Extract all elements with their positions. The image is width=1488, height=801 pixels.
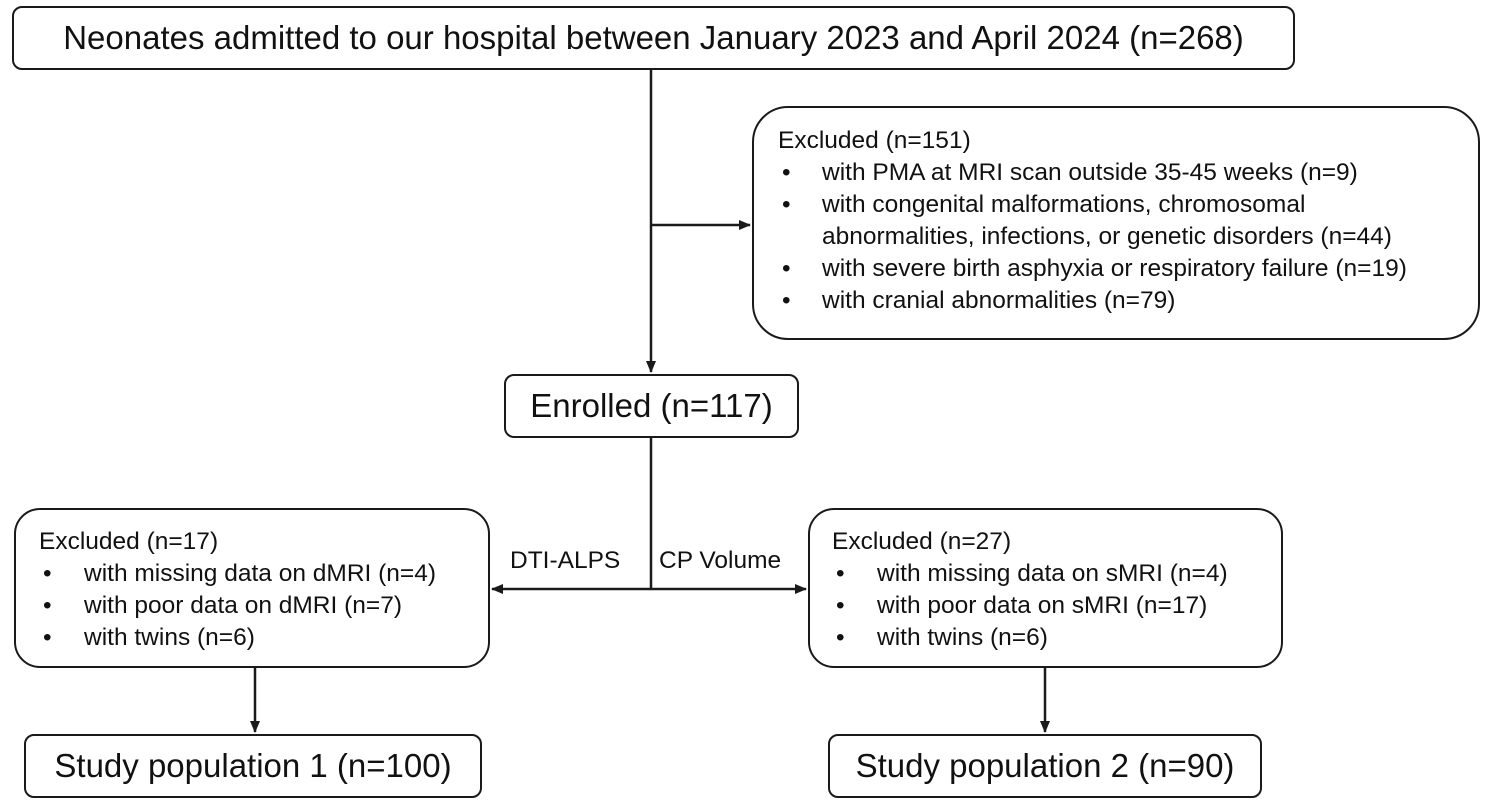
bullet-icon: •	[782, 191, 791, 218]
excluded-main-item-text: with cranial abnormalities (n=79)	[822, 287, 1176, 314]
bullet-icon: •	[43, 592, 52, 619]
bullet-icon: •	[836, 560, 845, 587]
enrolled-box: Enrolled (n=117)	[504, 374, 799, 438]
excluded-left-item-text: with missing data on dMRI (n=4)	[84, 560, 436, 587]
excluded-left-list: • with missing data on dMRI (n=4) • with…	[39, 558, 488, 654]
excluded-main-box: Excluded (n=151) • with PMA at MRI scan …	[752, 106, 1480, 340]
excluded-left-item: • with poor data on dMRI (n=7)	[39, 590, 488, 622]
bullet-icon: •	[43, 560, 52, 587]
excluded-main-item-text: with severe birth asphyxia or respirator…	[822, 255, 1407, 282]
enrolled-text: Enrolled (n=117)	[530, 387, 773, 424]
bullet-icon: •	[782, 287, 791, 314]
excluded-left-item-text: with twins (n=6)	[84, 624, 255, 651]
excluded-main-list: • with PMA at MRI scan outside 35-45 wee…	[778, 157, 1478, 317]
excluded-main-item-text: abnormalities, infections, or genetic di…	[822, 223, 1392, 250]
excluded-main-item: • with congenital malformations, chromos…	[778, 189, 1478, 221]
excluded-right-item: • with missing data on sMRI (n=4)	[832, 558, 1281, 590]
study-population-2-box: Study population 2 (n=90)	[828, 734, 1262, 798]
excluded-main-item-text: with PMA at MRI scan outside 35-45 weeks…	[822, 159, 1358, 186]
excluded-right-item-text: with twins (n=6)	[877, 624, 1048, 651]
excluded-right-list: • with missing data on sMRI (n=4) • with…	[832, 558, 1281, 654]
admitted-neonates-box: Neonates admitted to our hospital betwee…	[12, 6, 1295, 70]
excluded-right-item: • with twins (n=6)	[832, 622, 1281, 654]
admitted-neonates-text: Neonates admitted to our hospital betwee…	[63, 19, 1244, 56]
excluded-right-item: • with poor data on sMRI (n=17)	[832, 590, 1281, 622]
bullet-icon: •	[836, 624, 845, 651]
excluded-left-heading: Excluded (n=17)	[39, 528, 219, 555]
bullet-icon: •	[43, 624, 52, 651]
study-population-1-box: Study population 1 (n=100)	[24, 734, 482, 798]
bullet-icon: •	[782, 255, 791, 282]
excluded-main-item: • with cranial abnormalities (n=79)	[778, 285, 1478, 317]
study-population-1-text: Study population 1 (n=100)	[54, 747, 452, 784]
excluded-right-item-text: with poor data on sMRI (n=17)	[877, 592, 1208, 619]
excluded-main-item: • with severe birth asphyxia or respirat…	[778, 253, 1478, 285]
branch-label-dti-alps: DTI-ALPS	[510, 546, 621, 576]
excluded-main-heading: Excluded (n=151)	[778, 127, 971, 154]
excluded-right-box: Excluded (n=27) • with missing data on s…	[808, 508, 1283, 668]
excluded-right-item-text: with missing data on sMRI (n=4)	[877, 560, 1228, 587]
bullet-icon: •	[836, 592, 845, 619]
excluded-left-item: • with missing data on dMRI (n=4)	[39, 558, 488, 590]
excluded-right-heading: Excluded (n=27)	[832, 528, 1012, 555]
excluded-left-box: Excluded (n=17) • with missing data on d…	[14, 508, 490, 668]
excluded-main-item: • with PMA at MRI scan outside 35-45 wee…	[778, 157, 1478, 189]
branch-label-cp-volume: CP Volume	[659, 546, 782, 576]
study-population-2-text: Study population 2 (n=90)	[855, 747, 1235, 784]
excluded-left-item-text: with poor data on dMRI (n=7)	[84, 592, 402, 619]
excluded-left-item: • with twins (n=6)	[39, 622, 488, 654]
excluded-main-item-text: with congenital malformations, chromosom…	[822, 191, 1306, 218]
excluded-main-item-continuation: abnormalities, infections, or genetic di…	[778, 221, 1478, 253]
bullet-icon: •	[782, 159, 791, 186]
